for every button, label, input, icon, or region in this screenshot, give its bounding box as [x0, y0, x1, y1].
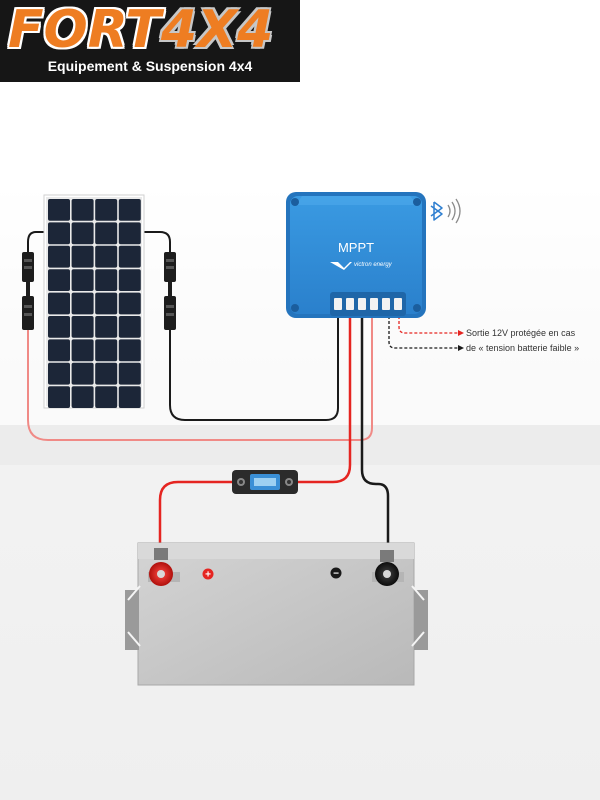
mc4-connector-left-bottom [22, 296, 34, 330]
mppt-controller [286, 192, 426, 318]
solar-cell [71, 316, 94, 338]
solar-cell [95, 386, 118, 408]
controller-terminals [334, 298, 402, 310]
solar-cell [95, 222, 118, 245]
solar-panel [43, 194, 145, 409]
logo-title-4x4: 4X4 [160, 0, 274, 60]
panel-right-pigtail [142, 231, 171, 252]
solar-cell [95, 292, 118, 315]
battery-positive-wire-upper [298, 316, 352, 484]
victron-logo-icon [330, 262, 352, 270]
panel-negative-wire [169, 300, 339, 421]
solar-cell [71, 245, 94, 268]
solar-cell [48, 362, 70, 385]
solar-cell [48, 339, 70, 362]
solar-cell [118, 292, 141, 315]
positive-symbol-badge [202, 568, 214, 580]
battery-handle-right [414, 590, 428, 650]
panel-left-pigtail [27, 231, 46, 252]
controller-brand: victron energy [354, 262, 393, 268]
solar-cell [118, 316, 141, 338]
load-output-dashed-red [398, 311, 460, 334]
solar-cell [95, 316, 118, 338]
battery-positive-wire-lower [158, 480, 232, 552]
floor-band [0, 425, 600, 465]
load-output-dashed-black [388, 311, 460, 349]
solar-cell [48, 269, 70, 291]
battery-positive-terminal [149, 548, 173, 586]
panel-positive-wire [27, 300, 373, 441]
logo-title-fort: FORT [8, 0, 161, 60]
battery [125, 542, 428, 686]
solar-cell [71, 292, 94, 315]
solar-cell [48, 245, 70, 268]
solar-cell [95, 339, 118, 362]
solar-cell [118, 386, 141, 408]
solar-cell [48, 199, 70, 221]
arrow-icon-black [458, 345, 464, 351]
battery-negative-terminal [375, 550, 399, 586]
mc4-connector-right-bottom [164, 296, 176, 330]
solar-cell [71, 339, 94, 362]
annotation-line-2: de « tension batterie faible » [466, 343, 579, 353]
battery-negative-wire [360, 316, 390, 555]
solar-cell [48, 292, 70, 315]
signal-waves-icon [447, 198, 461, 224]
solar-cell [71, 386, 94, 408]
solar-cell [118, 222, 141, 245]
solar-cell [71, 199, 94, 221]
battery-handle-left [125, 590, 139, 650]
solar-cell [95, 245, 118, 268]
solar-cell [48, 386, 70, 408]
solar-cell [48, 316, 70, 338]
solar-cell [95, 269, 118, 291]
solar-cell [71, 362, 94, 385]
negative-symbol-badge [330, 567, 342, 579]
solar-cells [48, 199, 141, 408]
solar-cell [118, 339, 141, 362]
arrow-icon-red [458, 330, 464, 336]
solar-cell [118, 199, 141, 221]
mc4-connector-right-top [164, 252, 176, 296]
solar-cell [118, 362, 141, 385]
solar-cell [71, 222, 94, 245]
mc4-connector-left-top [22, 252, 34, 296]
negative-symbol: − [333, 569, 339, 580]
fort4x4-logo: FORT4X4 Equipement & Suspension 4x4 [0, 0, 300, 82]
solar-cell [95, 362, 118, 385]
fuse-holder [232, 470, 298, 494]
controller-label: MPPT [338, 240, 374, 255]
solar-cell [118, 245, 141, 268]
logo-title: FORT4X4 [8, 1, 292, 59]
solar-cell [48, 222, 70, 245]
logo-subtitle: Equipement & Suspension 4x4 [47, 58, 253, 74]
annotation-line-1: Sortie 12V protégée en cas [466, 328, 576, 338]
positive-symbol: + [205, 570, 211, 581]
solar-cell [118, 269, 141, 291]
solar-cell [71, 269, 94, 291]
solar-cell [95, 199, 118, 221]
bluetooth-icon [430, 201, 443, 221]
